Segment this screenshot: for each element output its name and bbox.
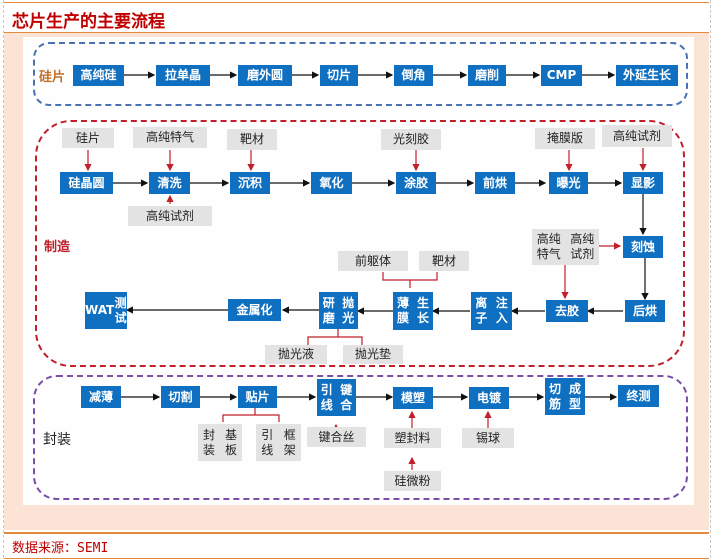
step-thin-film-line2: 生长 <box>416 296 429 325</box>
material-slurry: 抛光液 <box>265 345 327 364</box>
material-mask: 掩膜版 <box>535 128 595 149</box>
material-bonding-wire: 键合丝 <box>307 427 366 447</box>
material-substrate-line1: 封装 <box>202 427 215 457</box>
material-substrate-line2: 基板 <box>224 427 237 457</box>
step-coating: 涂胶 <box>396 172 436 194</box>
page-title: 芯片生产的主要流程 <box>12 12 165 32</box>
step-chamfering: 倒角 <box>394 65 433 86</box>
step-wire-bonding: 引线 键合 <box>317 379 356 416</box>
step-ion-implant-line2: 注入 <box>495 296 508 325</box>
material-solder-ball: 锡球 <box>462 428 514 448</box>
step-deposition: 沉积 <box>230 172 270 194</box>
bracket-lines <box>222 272 438 422</box>
step-wat-line1: WAT <box>85 303 115 317</box>
material-etch-gas-reagent: 高纯特气 高纯试剂 <box>532 229 599 265</box>
step-exposure: 曝光 <box>549 172 588 194</box>
step-trim-line1: 切筋 <box>548 381 561 411</box>
footer-bar: 数据来源：SEMI <box>4 532 709 559</box>
step-trim-line2: 成型 <box>568 381 581 411</box>
material-specialty-gas: 高纯特气 <box>133 127 207 148</box>
step-thin-film: 薄膜 生长 <box>393 292 433 330</box>
step-slicing: 切片 <box>320 65 358 86</box>
step-metallization: 金属化 <box>228 299 281 321</box>
step-wafer: 硅晶圆 <box>60 172 113 194</box>
source-note: 数据来源：SEMI <box>12 541 109 556</box>
step-crystal-pulling: 拉单晶 <box>156 65 210 86</box>
step-ion-implant-line1: 离子 <box>475 296 488 325</box>
step-od-grinding: 磨外圆 <box>238 65 292 86</box>
material-target-2: 靶材 <box>419 251 469 271</box>
material-etch-reagent: 高纯试剂 <box>570 232 595 261</box>
step-etch: 刻蚀 <box>623 236 663 258</box>
packaging-group <box>33 375 688 500</box>
step-cmp-line1: 研磨 <box>322 295 335 325</box>
step-lapping: 磨削 <box>468 65 506 86</box>
step-final-test: 终测 <box>618 385 659 407</box>
step-cmp: CMP <box>541 65 582 86</box>
material-pad: 抛光垫 <box>343 345 403 364</box>
frame <box>3 0 711 558</box>
material-photoresist: 光刻胶 <box>381 129 441 150</box>
packaging-label: 封装 <box>43 432 71 448</box>
bracket <box>382 272 438 281</box>
step-bond-line1: 引线 <box>320 382 333 412</box>
step-die-attach: 贴片 <box>238 386 277 408</box>
step-bond-line2: 键合 <box>340 382 353 412</box>
material-target: 靶材 <box>227 129 277 150</box>
step-thinning: 减薄 <box>81 386 121 408</box>
step-high-purity-silicon: 高纯硅 <box>73 65 124 86</box>
bracket <box>222 414 280 422</box>
step-trim-form: 切筋 成型 <box>545 378 585 415</box>
flow-arrows <box>113 71 649 401</box>
step-cleaning: 清洗 <box>149 172 190 194</box>
material-reagent-develop: 高纯试剂 <box>602 125 672 147</box>
step-thin-film-line1: 薄膜 <box>396 296 409 325</box>
material-mold-compound: 塑封料 <box>384 428 441 448</box>
material-silica-powder: 硅微粉 <box>384 471 441 491</box>
step-develop: 显影 <box>623 172 663 194</box>
step-ion-implant: 离子 注入 <box>471 292 512 330</box>
material-frame-line2: 框架 <box>283 427 296 457</box>
material-reagent: 高纯试剂 <box>128 206 212 226</box>
step-dicing: 切割 <box>161 386 200 408</box>
material-wafer: 硅片 <box>62 128 114 148</box>
manufacturing-group <box>35 120 685 367</box>
step-prebake: 前烘 <box>475 172 515 194</box>
silicon-label: 硅片 <box>39 70 66 85</box>
bracket <box>307 336 363 345</box>
silicon-group <box>33 42 688 106</box>
material-substrate: 封装 基板 <box>198 424 242 461</box>
manufacturing-label: 制造 <box>44 240 71 255</box>
material-precursor: 前躯体 <box>338 251 408 271</box>
step-epitaxy: 外延生长 <box>616 65 678 86</box>
material-lead-frame: 引线 框架 <box>256 424 301 461</box>
step-wat-line2: 测试 <box>114 295 127 325</box>
step-strip: 去胶 <box>546 300 588 322</box>
material-frame-line1: 引线 <box>261 427 274 457</box>
material-etch-gas: 高纯特气 <box>536 232 561 261</box>
step-postbake: 后烘 <box>625 300 665 322</box>
step-molding: 模塑 <box>393 387 433 409</box>
step-oxidation: 氧化 <box>311 172 352 194</box>
step-wat-test: WAT 测试 <box>85 292 127 329</box>
step-plating: 电镀 <box>469 387 509 409</box>
step-cmp-polish: 研磨 抛光 <box>319 292 358 329</box>
step-cmp-line2: 抛光 <box>342 295 355 325</box>
